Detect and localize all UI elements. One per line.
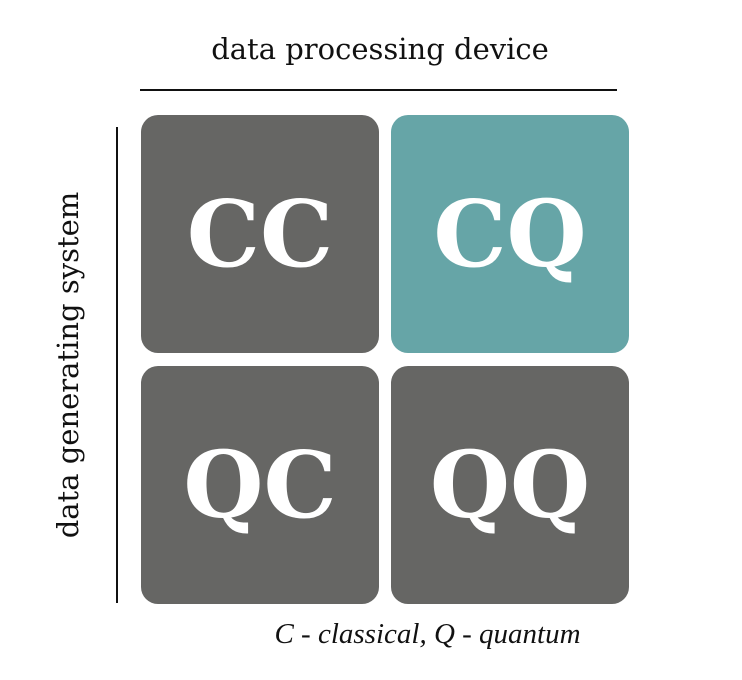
column-axis-line [140,89,617,91]
column-axis-title: data processing device [211,32,549,66]
cell-qc: QC [141,366,379,604]
cell-qq: QQ [391,366,629,604]
cell-cc: CC [141,115,379,353]
cell-cq: CQ [391,115,629,353]
row-axis-title: data generating system [51,191,85,539]
legend-caption: C - classical, Q - quantum [274,618,581,650]
row-axis-line [116,127,118,603]
